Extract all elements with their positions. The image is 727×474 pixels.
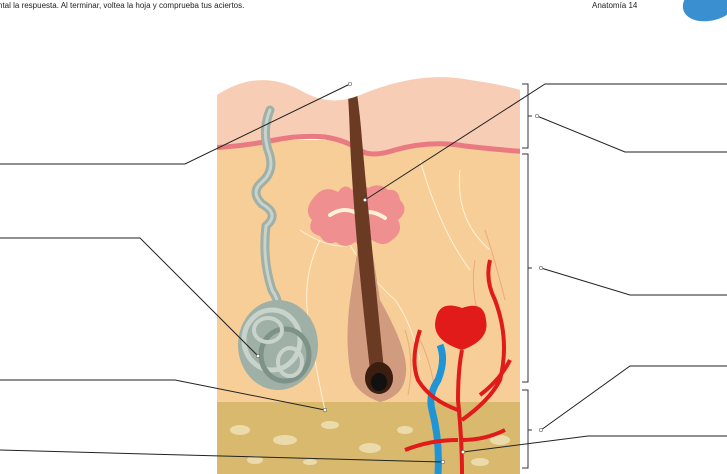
dermis-bracket: [522, 154, 532, 382]
hair-papilla: [371, 373, 387, 391]
epidermis-layer: [210, 60, 530, 154]
leader-line-dermis: [541, 268, 727, 295]
hypodermis-bracket: [522, 390, 532, 468]
sweat-gland-coil: [238, 300, 318, 390]
layer-brackets: [522, 84, 532, 468]
leader-line-hypodermis: [541, 366, 727, 430]
leader-line-epidermis: [537, 116, 727, 152]
skin-block: [210, 8, 530, 474]
